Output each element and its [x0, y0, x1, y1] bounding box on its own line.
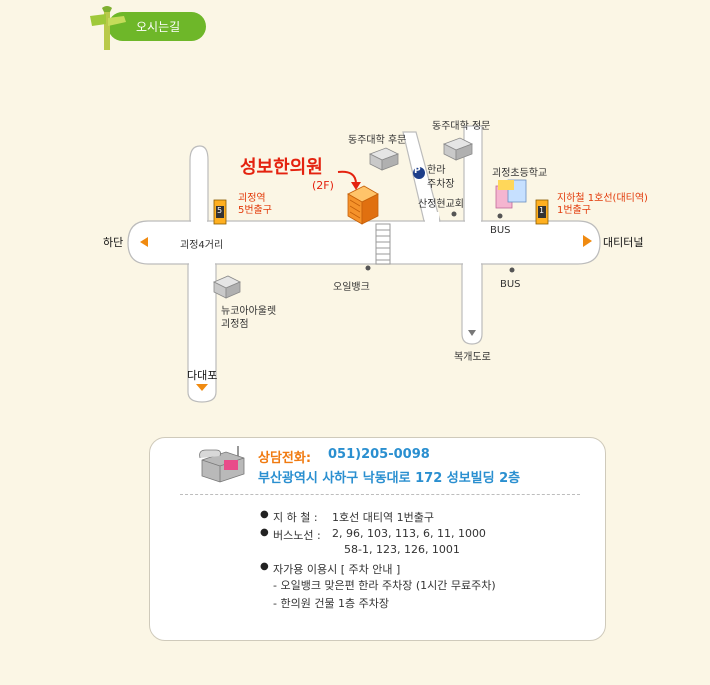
address: 부산광역시 사하구 낙동대로 172 성보빌딩 2층 [258, 471, 521, 486]
parking-icon [413, 167, 425, 179]
label-bus-top: BUS [490, 225, 511, 236]
bus-stop-dot-top [497, 213, 503, 219]
subway-value: 1호선 대티역 1번출구 [332, 511, 434, 524]
label-crossroad: 괴정4거리 [180, 240, 224, 251]
clinic-floor: (2F) [312, 179, 334, 192]
bus-label: 버스노선 : [273, 529, 321, 542]
subway-label: 지 하 철 : [273, 511, 318, 524]
church-dot [451, 211, 457, 217]
car-label: 자가용 이용시 [ 주차 안내 ] [273, 563, 401, 576]
arrow-left-icon [140, 237, 148, 247]
label-dongju-back: 동주대학 후문 [348, 135, 407, 146]
arrow-down-small-icon [468, 330, 476, 336]
building-icon [443, 137, 473, 161]
label-school: 괴정초등학교 [492, 168, 548, 179]
building-icon [213, 275, 241, 299]
left-lower-road [187, 263, 217, 403]
bullet-icon: ● [260, 527, 269, 538]
car-line-2: - 한의원 건물 1층 주차장 [273, 597, 390, 610]
label-dadaepo: 다대포 [187, 369, 218, 382]
clinic-name: 성보한의원 [240, 157, 323, 178]
bus-line-1: 2, 96, 103, 113, 6, 11, 1000 [332, 527, 486, 540]
label-daeti-tunnel: 대티터널 [603, 236, 644, 249]
road-map [127, 125, 601, 403]
main-road [127, 220, 601, 265]
bullet-icon: ● [260, 561, 269, 572]
bus-stop-dot-bottom [509, 267, 515, 273]
car-line-1: - 오일뱅크 맞은편 한라 주차장 (1시간 무료주차) [273, 579, 496, 592]
signpost-icon [90, 6, 126, 50]
school-icon [495, 179, 527, 209]
oilbank-dot [365, 265, 371, 271]
page-title: 오시는길 [136, 20, 181, 34]
label-church: 산정현교회 [418, 199, 464, 210]
clinic-building-icon [347, 185, 379, 225]
label-hadan: 하단 [103, 236, 124, 249]
bullet-icon: ● [260, 509, 269, 520]
label-newcore-2: 괴정점 [221, 319, 249, 330]
label-subway-left-2: 5번출구 [238, 205, 272, 216]
subway-exit-5-icon [213, 199, 227, 225]
label-subway-right-1: 지하철 1호선(대티역) [557, 193, 648, 204]
exit-number-right: 1 [539, 206, 545, 215]
phone-label: 상담전화: [258, 451, 312, 466]
label-oil-bank: 오일뱅크 [333, 282, 370, 293]
building-icon [369, 147, 399, 171]
bus-line-2: 58-1, 123, 126, 1001 [344, 543, 460, 556]
phone-number[interactable]: 051)205-0098 [328, 447, 430, 462]
telephone-icon [199, 446, 245, 483]
label-subway-right-2: 1번출구 [557, 205, 591, 216]
subway-exit-1-icon [535, 199, 549, 225]
clinic-pointer-icon [337, 170, 357, 185]
divider [180, 494, 580, 495]
crosswalk [375, 223, 391, 265]
bokgae-road [461, 263, 483, 345]
exit-number-left: 5 [217, 206, 223, 215]
arrow-down-icon [196, 384, 208, 391]
left-upper-road [189, 145, 209, 222]
arrow-right-icon [583, 235, 592, 247]
label-subway-left-1: 괴정역 [238, 193, 266, 204]
label-halla-2: 주차장 [427, 179, 455, 190]
label-dongju-main: 동주대학 정문 [432, 121, 491, 132]
parking-letter: P [414, 166, 421, 176]
label-newcore-1: 뉴코아아울렛 [221, 306, 277, 317]
label-halla-1: 한라 [427, 165, 446, 176]
header-pill [108, 12, 206, 41]
north-road [463, 125, 483, 222]
label-bokgae-road: 복개도로 [454, 352, 491, 363]
label-bus-bottom: BUS [500, 279, 521, 290]
